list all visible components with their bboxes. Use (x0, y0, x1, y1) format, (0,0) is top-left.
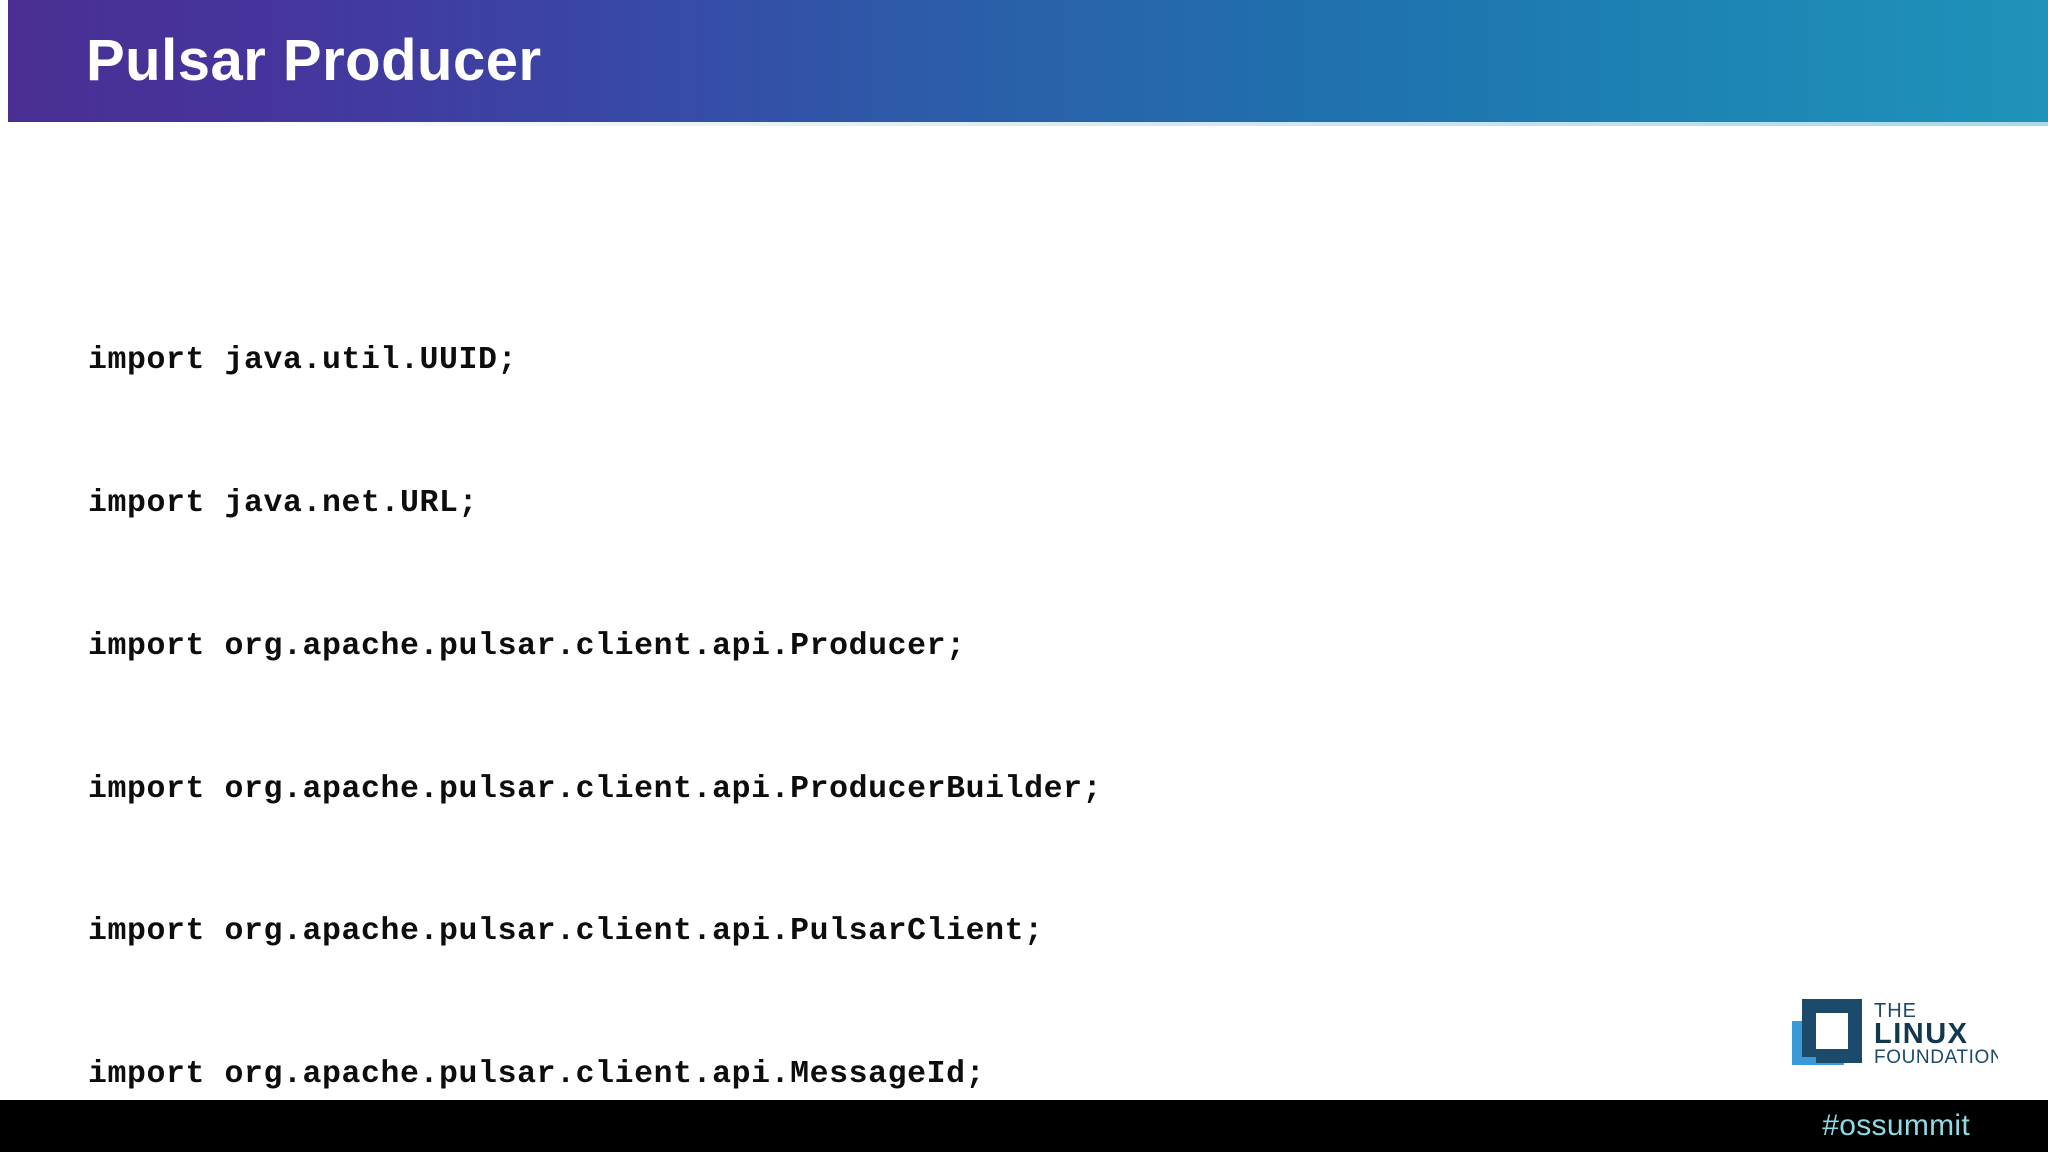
code-line: import org.apache.pulsar.client.api.Prod… (88, 628, 966, 664)
logo-text-the: THE (1874, 1000, 1917, 1022)
slide-header-band (8, 0, 2048, 122)
footer-bar: #ossummit (0, 1100, 2048, 1152)
page-title: Pulsar Producer (86, 28, 542, 93)
footer-hashtag: #ossummit (1822, 1109, 1970, 1142)
code-line: import org.apache.pulsar.client.api.Prod… (88, 771, 1103, 807)
code-block: import java.util.UUID; import java.net.U… (88, 242, 1590, 1152)
left-margin-strip (0, 0, 8, 1100)
code-line: import org.apache.pulsar.client.api.Mess… (88, 1057, 986, 1093)
logo-text-linux: LINUX (1874, 1018, 1969, 1050)
logo-mark-dark-bar (1848, 999, 1862, 1063)
logo-mark-dark-base (1816, 1049, 1862, 1063)
linux-foundation-logo: THE LINUX FOUNDATION (1790, 995, 1998, 1067)
code-line: import org.apache.pulsar.client.api.Puls… (88, 914, 1044, 950)
code-line: import java.util.UUID; (88, 343, 518, 379)
logo-text-foundation: FOUNDATION (1874, 1047, 1998, 1067)
code-line: import java.net.URL; (88, 485, 479, 521)
header-underline (8, 122, 2048, 126)
